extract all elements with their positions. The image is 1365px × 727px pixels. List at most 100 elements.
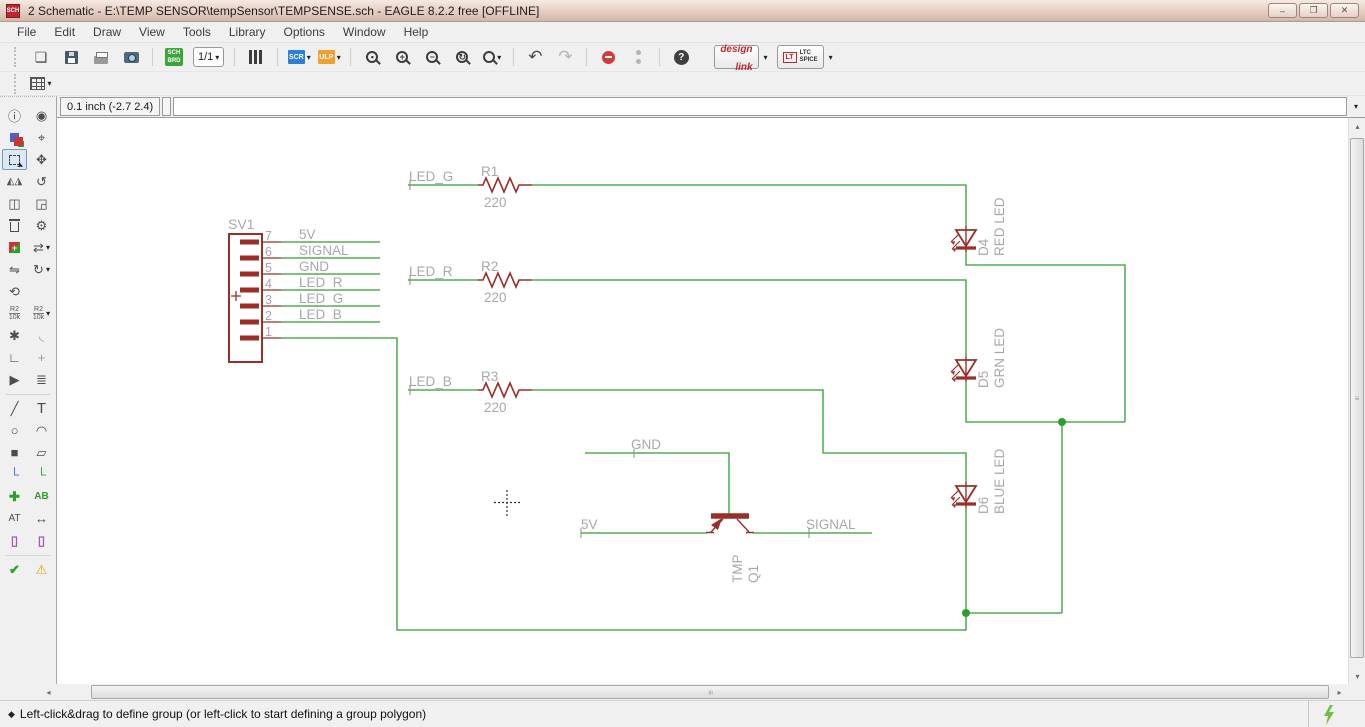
miter-tool[interactable]: ◟ [29, 325, 54, 346]
menu-file[interactable]: File [8, 23, 45, 41]
copy-tool[interactable]: ◫ [2, 193, 27, 214]
scroll-right-button[interactable]: ▸ [1331, 684, 1348, 700]
connector-sv1[interactable]: SV1 7 6 5 4 3 2 1 5V SIGNAL GND LED_R LE… [228, 216, 349, 362]
vertical-scroll-thumb[interactable]: ≡ [1350, 138, 1364, 658]
junction-dot[interactable] [962, 609, 970, 617]
export-image-button[interactable] [118, 45, 144, 69]
align-tool[interactable]: ≣ [29, 369, 54, 390]
swap-tool[interactable]: ⟲ [2, 281, 27, 302]
pinswap-tool[interactable]: ⇄▾ [29, 237, 54, 258]
sheet-selector[interactable]: 1/1▾ [193, 47, 224, 67]
junction-tool[interactable]: ✚ [2, 486, 27, 507]
show-tool[interactable]: ◉ [29, 105, 54, 126]
optimize-tool[interactable]: ▶ [2, 369, 27, 390]
transistor-q1[interactable]: TMP Q1 [706, 516, 761, 583]
autorouter-status[interactable] [1308, 701, 1348, 727]
library-manager-button[interactable] [243, 45, 269, 69]
display-layers-tool[interactable] [2, 127, 27, 148]
print-button[interactable] [88, 45, 114, 69]
scroll-down-button[interactable]: ▾ [1349, 668, 1365, 684]
move-tool[interactable]: ✥ [29, 149, 54, 170]
command-history-dropdown[interactable]: ▾ [1347, 97, 1365, 116]
scroll-up-button[interactable]: ▴ [1349, 118, 1365, 134]
text-tool[interactable]: T [29, 398, 54, 419]
rotate-tool[interactable]: ↺ [29, 171, 54, 192]
value-tool[interactable]: R210k▾ [29, 303, 54, 324]
name-tool[interactable]: R210k [2, 303, 27, 324]
errors-tool[interactable]: ⚠ [29, 559, 54, 580]
resistor-r2[interactable]: R2 220 [478, 259, 532, 305]
net-tool[interactable]: └ [29, 464, 54, 485]
menu-window[interactable]: Window [334, 23, 395, 41]
port-tool[interactable]: ▯ [29, 530, 54, 551]
toolbar-drag-handle[interactable] [14, 47, 18, 67]
ltspice-dropdown[interactable]: ▾ [824, 45, 838, 69]
mirror-tool[interactable]: ◭◮ [2, 171, 27, 192]
invoke-tool[interactable]: + [29, 347, 54, 368]
redo-button[interactable]: ↷ [552, 45, 578, 69]
bus-tool[interactable]: └ [2, 464, 27, 485]
design-link-dropdown[interactable]: ▾ [759, 45, 773, 69]
stop-button[interactable] [595, 45, 621, 69]
replace-tool[interactable]: ⇋ [2, 259, 27, 280]
led-d6[interactable]: D6 BLUE LED [951, 448, 1007, 514]
vertical-scrollbar[interactable]: ▴ ≡ ▾ [1348, 118, 1365, 684]
wire-tool[interactable]: ╱ [2, 398, 27, 419]
zoom-select-button[interactable]: ▾ [479, 45, 505, 69]
circle-tool[interactable]: ○ [2, 420, 27, 441]
menu-view[interactable]: View [130, 23, 174, 41]
module-tool[interactable]: ▯ [2, 530, 27, 551]
close-button[interactable]: ✕ [1330, 3, 1359, 18]
polygon-tool[interactable]: ▱ [29, 442, 54, 463]
menu-edit[interactable]: Edit [45, 23, 84, 41]
ltspice-button[interactable]: LT LTCSPICE [777, 45, 824, 69]
menu-draw[interactable]: Draw [84, 23, 130, 41]
rect-tool[interactable]: ■ [2, 442, 27, 463]
smash-tool[interactable]: ✱ [2, 325, 27, 346]
split-tool[interactable]: ∟ [2, 347, 27, 368]
zoom-in-button[interactable]: + [389, 45, 415, 69]
toolbar-drag-handle[interactable] [14, 74, 18, 94]
menu-tools[interactable]: Tools [174, 23, 220, 41]
zoom-fit-button[interactable]: ▪ [359, 45, 385, 69]
led-d4[interactable]: D4 RED LED [951, 197, 1007, 256]
resistor-r3[interactable]: R3 220 [478, 369, 532, 415]
paste-tool[interactable]: ◲ [29, 193, 54, 214]
switch-to-board-button[interactable]: SCHBRD [161, 45, 187, 69]
zoom-out-button[interactable]: − [419, 45, 445, 69]
group-tool[interactable] [2, 149, 27, 170]
resistor-r1[interactable]: R1 220 [478, 164, 532, 210]
led-d5[interactable]: D5 GRN LED [951, 328, 1007, 388]
delete-tool[interactable] [2, 215, 27, 236]
horizontal-scroll-thumb[interactable]: ≡ [91, 685, 1329, 699]
design-link-button[interactable]: design link [714, 45, 758, 69]
arc-tool[interactable]: ◠ [29, 420, 54, 441]
undo-button[interactable]: ↶ [522, 45, 548, 69]
attribute-tool[interactable]: AT [2, 508, 27, 529]
menu-options[interactable]: Options [275, 23, 334, 41]
menu-help[interactable]: Help [395, 23, 438, 41]
minimize-button[interactable]: – [1268, 3, 1297, 18]
add-part-tool[interactable]: + [2, 237, 27, 258]
horizontal-scrollbar[interactable]: ◂ ≡ ▸ [40, 684, 1348, 700]
scroll-left-button[interactable]: ◂ [40, 684, 57, 700]
label-tool[interactable]: AB [29, 486, 54, 507]
erc-tool[interactable]: ✔ [2, 559, 27, 580]
junction-dot[interactable] [1058, 418, 1066, 426]
grid-settings-button[interactable]: ▾ [28, 72, 54, 96]
command-line-input[interactable] [173, 97, 1347, 116]
schematic-canvas[interactable]: SV1 7 6 5 4 3 2 1 5V SIGNAL GND LED_R LE… [57, 118, 1348, 684]
help-button[interactable]: ? [668, 45, 694, 69]
gateswap-tool[interactable]: ↻▾ [29, 259, 54, 280]
dimension-tool[interactable]: ↔ [29, 508, 54, 529]
traffic-light-button[interactable] [625, 45, 651, 69]
info-tool[interactable]: ⓘ [2, 105, 27, 126]
change-tool[interactable]: ⚙ [29, 215, 54, 236]
restore-button[interactable]: ❐ [1299, 3, 1328, 18]
menu-library[interactable]: Library [220, 23, 275, 41]
save-button[interactable] [58, 45, 84, 69]
zoom-redraw-button[interactable]: ↻ [449, 45, 475, 69]
mark-tool[interactable]: ⌖ [29, 127, 54, 148]
run-script-button[interactable]: SCR▾ [286, 45, 312, 69]
run-ulp-button[interactable]: ULP▾ [316, 45, 342, 69]
